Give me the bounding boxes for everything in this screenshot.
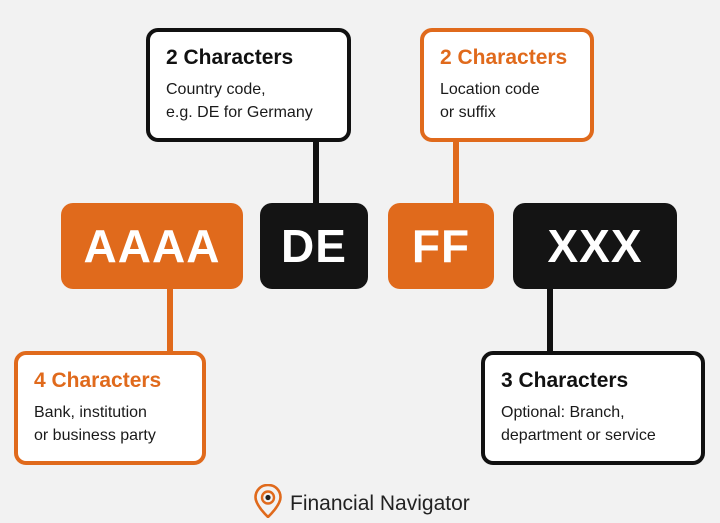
- callout-location-line2: or suffix: [440, 104, 496, 121]
- connector-branch: [547, 286, 553, 356]
- callout-country-heading: 2 Characters: [166, 46, 294, 69]
- connector-location: [453, 140, 459, 206]
- callout-branch-heading: 3 Characters: [501, 369, 629, 392]
- callout-bank-line2: or business party: [34, 427, 156, 444]
- segment-bank-code: AAAA: [61, 203, 243, 289]
- callout-branch: 3 Characters Optional: Branch, departmen…: [481, 351, 705, 465]
- segment-branch-code: XXX: [513, 203, 677, 289]
- callout-country: 2 Characters Country code, e.g. DE for G…: [146, 28, 351, 142]
- brand-name: Financial Navigator: [290, 491, 470, 515]
- callout-branch-line1: Optional: Branch,: [501, 404, 625, 421]
- callout-location: 2 Characters Location code or suffix: [420, 28, 594, 142]
- callout-location-heading: 2 Characters: [440, 46, 568, 69]
- callout-bank: 4 Characters Bank, institution or busine…: [14, 351, 206, 465]
- callout-branch-line2: department or service: [501, 427, 656, 444]
- brand-logo: Financial Navigator: [254, 483, 470, 523]
- callout-bank-heading: 4 Characters: [34, 369, 162, 392]
- segment-location-code: FF: [388, 203, 494, 289]
- callout-location-line1: Location code: [440, 81, 540, 98]
- connector-bank: [167, 286, 173, 356]
- location-pin-icon: [254, 483, 282, 523]
- callout-bank-line1: Bank, institution: [34, 404, 147, 421]
- segment-country-code: DE: [260, 203, 368, 289]
- callout-country-line2: e.g. DE for Germany: [166, 104, 313, 121]
- connector-country: [313, 140, 319, 206]
- callout-country-line1: Country code,: [166, 81, 266, 98]
